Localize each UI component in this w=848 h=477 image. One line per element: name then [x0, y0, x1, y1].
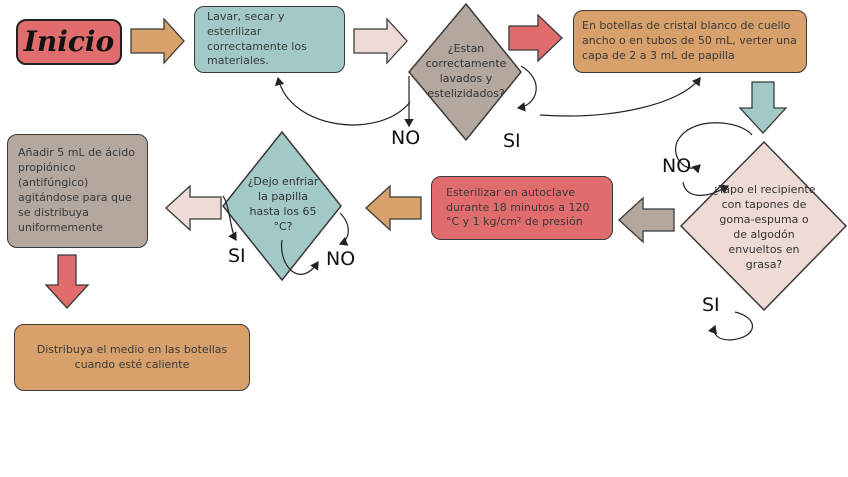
- label-no-cool: NO: [326, 248, 356, 270]
- arrow-start-to-wash: [130, 17, 185, 65]
- pour-step-text: En botellas de cristal blanco de cuello …: [582, 19, 797, 62]
- curl-no-cap: [674, 122, 753, 174]
- decision-diamond-clean: [408, 2, 522, 142]
- label-si-cap: SI: [702, 294, 720, 316]
- start-node-label: Inicio: [23, 25, 115, 59]
- label-si-cool: SI: [228, 245, 246, 267]
- arrow-sterilize-to-cool: [365, 184, 422, 232]
- decision-cap-text: ¿Tapo el recipiente con tapones de goma-…: [712, 183, 816, 271]
- add-acid-step-text: Añadir 5 mL de ácido propiónico (antifún…: [18, 146, 135, 234]
- label-no-clean: NO: [391, 127, 421, 149]
- decision-cool-text: ¿Dejo enfriar la papilla hasta los 65 °C…: [247, 175, 319, 233]
- start-node: Inicio: [16, 19, 122, 65]
- wash-step: Lavar, secar y esterilizar correctamente…: [194, 6, 345, 73]
- decision-diamond-cool: [222, 130, 342, 282]
- pour-step: En botellas de cristal blanco de cuello …: [573, 10, 807, 73]
- arrow-cap-to-sterilize: [618, 196, 675, 244]
- label-no-cap: NO: [662, 155, 692, 177]
- sterilize-step: Esterilizar en autoclave durante 18 minu…: [431, 176, 613, 240]
- curl-no-cap-return: [682, 181, 730, 196]
- arrow-wash-to-check: [353, 17, 408, 65]
- arrow-acid-to-distribute: [44, 254, 90, 309]
- arrow-check-to-pour: [508, 13, 563, 63]
- wash-step-text: Lavar, secar y esterilizar correctamente…: [207, 9, 307, 68]
- arrow-pour-to-cap: [738, 81, 788, 134]
- decision-clean-text: ¿Estan correctamente lavados y estelizid…: [425, 42, 507, 100]
- decision-diamond-cap: [679, 140, 848, 312]
- sterilize-step-text: Esterilizar en autoclave durante 18 minu…: [446, 185, 590, 229]
- curl-si-clean: [516, 65, 537, 112]
- curl-no-cool: [280, 239, 319, 275]
- curl-no-cool-b: [338, 212, 349, 246]
- loop-si-to-pour: [539, 77, 701, 117]
- add-acid-step: Añadir 5 mL de ácido propiónico (antifún…: [7, 134, 148, 248]
- loop-no-back-to-wash: [274, 76, 411, 126]
- distribute-step-text: Distribuya el medio en las botellas cuan…: [36, 342, 228, 371]
- arrow-cool-to-acid: [165, 184, 222, 232]
- curl-si-cool: [222, 195, 237, 242]
- label-si-clean: SI: [503, 130, 521, 152]
- distribute-step: Distribuya el medio en las botellas cuan…: [14, 324, 250, 391]
- curl-si-cap: [707, 311, 754, 341]
